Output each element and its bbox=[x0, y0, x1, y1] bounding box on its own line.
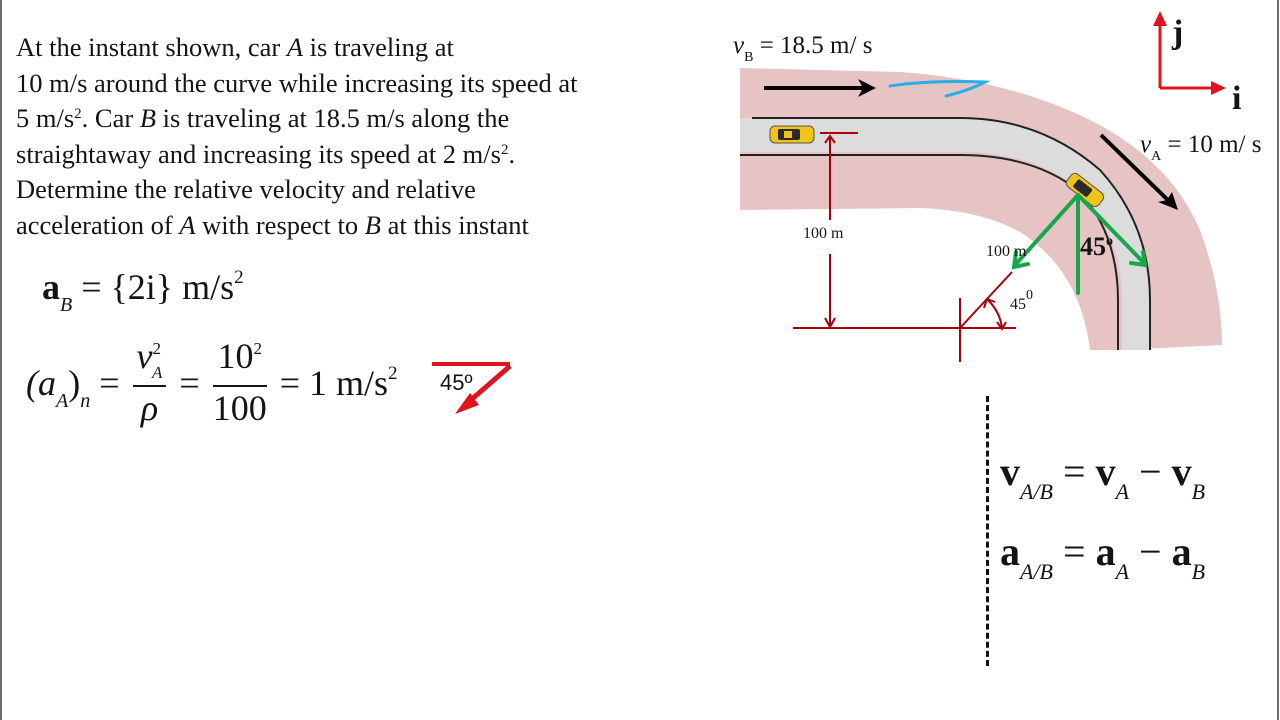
problem-line-6: acceleration of A with respect to B at t… bbox=[16, 208, 726, 244]
text: is traveling at bbox=[303, 32, 454, 62]
annotation-arrow-icon bbox=[888, 80, 991, 98]
vector-v: v bbox=[1171, 449, 1192, 494]
subscript: A/B bbox=[1020, 559, 1053, 584]
subscript: A/B bbox=[1020, 479, 1053, 504]
left-border bbox=[0, 0, 2, 720]
relative-velocity-equation: vA/B = vA − vB bbox=[1000, 448, 1205, 504]
velocity-a-arrow-icon bbox=[1099, 133, 1178, 210]
rhs: = {2i} m/s bbox=[81, 267, 235, 307]
axis-j-label: j bbox=[1172, 14, 1184, 51]
angle-bold-label: 45o bbox=[1080, 232, 1113, 262]
denominator: ρ bbox=[140, 388, 159, 428]
normal-acceleration-direction-arrow-icon bbox=[432, 362, 512, 414]
text: is traveling at 18.5 m/s along the bbox=[156, 103, 510, 134]
problem-statement: At the instant shown, car A is traveling… bbox=[16, 30, 726, 244]
car-a-symbol: A bbox=[286, 32, 304, 62]
text: acceleration of bbox=[16, 209, 180, 240]
car-b-symbol: B bbox=[364, 209, 381, 240]
equals: = bbox=[99, 362, 120, 403]
subscript: B bbox=[60, 294, 73, 316]
vector-v: v bbox=[1095, 449, 1116, 494]
subscript: A bbox=[1115, 479, 1130, 504]
car-b-symbol: B bbox=[139, 103, 156, 134]
equation-normal-acceleration-a: (aA)n = v2A ρ = 102 100 = 1 m/s2 bbox=[26, 336, 398, 430]
minus: − bbox=[1139, 449, 1162, 494]
equals: = bbox=[1063, 449, 1086, 494]
vector-a: a bbox=[1000, 529, 1020, 574]
relative-acceleration-equation: aA/B = aA − aB bbox=[1000, 528, 1205, 584]
v-symbol: v bbox=[136, 336, 153, 376]
dashed-divider bbox=[986, 396, 989, 666]
problem-line-5: Determine the relative velocity and rela… bbox=[16, 172, 726, 208]
velocity-b-label: vB = 18.5 m/ s bbox=[733, 32, 873, 65]
exponent: 2 bbox=[152, 339, 162, 358]
right-border bbox=[1277, 0, 1279, 720]
value: = 18.5 m/ s bbox=[759, 32, 873, 59]
text: Determine the relative velocity and rela… bbox=[16, 174, 476, 205]
lhs: (a bbox=[26, 362, 56, 403]
radius-curve-label: 100 m bbox=[986, 243, 1027, 260]
value: 45 bbox=[1080, 232, 1106, 261]
text: At the instant shown, car bbox=[16, 32, 287, 62]
exponent: 2 bbox=[500, 141, 509, 158]
lhs-close: ) bbox=[68, 362, 81, 403]
equals: = bbox=[179, 362, 200, 403]
axis-i-label: i bbox=[1232, 80, 1242, 117]
angle-small-label: 450 bbox=[1010, 289, 1033, 314]
text: straightaway and increasing its speed at… bbox=[16, 138, 501, 169]
subscript: A bbox=[56, 389, 69, 412]
degree: o bbox=[1106, 234, 1113, 249]
equals: = bbox=[1063, 529, 1086, 574]
subscript: A bbox=[1115, 559, 1130, 584]
direction-angle-label: 45º bbox=[440, 370, 473, 395]
acceleration-components-arrows bbox=[1011, 193, 1148, 295]
text: . Car bbox=[81, 103, 140, 134]
velocity-b-arrow-icon bbox=[764, 79, 876, 97]
subscript: B bbox=[1191, 479, 1206, 504]
text: . bbox=[508, 138, 516, 169]
subscript: A bbox=[1151, 149, 1162, 164]
value: 10 bbox=[217, 336, 254, 376]
car-b-icon bbox=[769, 125, 815, 144]
subscript: B bbox=[1191, 559, 1206, 584]
degree: 0 bbox=[1026, 288, 1033, 303]
problem-line-1: At the instant shown, car A is traveling… bbox=[16, 30, 726, 66]
radius-straight-label: 100 m bbox=[803, 225, 844, 242]
axes-icon bbox=[1153, 11, 1226, 95]
vector-a: a bbox=[1171, 529, 1192, 574]
v-symbol: v bbox=[733, 32, 745, 59]
subscript-n: n bbox=[80, 389, 91, 412]
v-symbol: v bbox=[1140, 131, 1152, 158]
vector-v: v bbox=[1000, 449, 1020, 494]
exponent: 2 bbox=[74, 106, 82, 123]
problem-line-4: straightaway and increasing its speed at… bbox=[16, 137, 726, 173]
minus: − bbox=[1139, 529, 1162, 574]
velocity-a-label: vA = 10 m/ s bbox=[1140, 131, 1262, 164]
problem-line-2: 10 m/s around the curve while increasing… bbox=[16, 66, 726, 102]
numerator: 102 bbox=[212, 336, 267, 387]
denominator: 100 bbox=[212, 388, 267, 428]
problem-line-3: 5 m/s2. Car B is traveling at 18.5 m/s a… bbox=[16, 101, 726, 137]
numerator: v2A bbox=[132, 336, 167, 387]
exponent: 2 bbox=[388, 362, 398, 384]
vector-a: a bbox=[1095, 529, 1116, 574]
text: 10 m/s around the curve while increasing… bbox=[16, 67, 578, 98]
value: 45 bbox=[1010, 296, 1026, 313]
fraction-v-squared-over-rho: v2A ρ bbox=[132, 336, 167, 429]
text: at this instant bbox=[380, 209, 529, 240]
value: = 10 m/ s bbox=[1167, 131, 1262, 158]
result: = 1 m/s bbox=[279, 362, 389, 403]
subscript: A bbox=[152, 363, 163, 382]
exponent: 2 bbox=[234, 267, 244, 288]
text: with respect to bbox=[195, 209, 365, 240]
dimension-lines bbox=[793, 132, 1016, 362]
car-a-symbol: A bbox=[179, 209, 196, 240]
exponent: 2 bbox=[253, 339, 262, 358]
text: 5 m/s bbox=[16, 103, 75, 134]
equation-acceleration-b: aB = {2i} m/s2 bbox=[42, 266, 244, 316]
vector-a: a bbox=[42, 267, 60, 307]
fraction-numeric: 102 100 bbox=[212, 336, 267, 429]
subscript: B bbox=[744, 50, 754, 65]
